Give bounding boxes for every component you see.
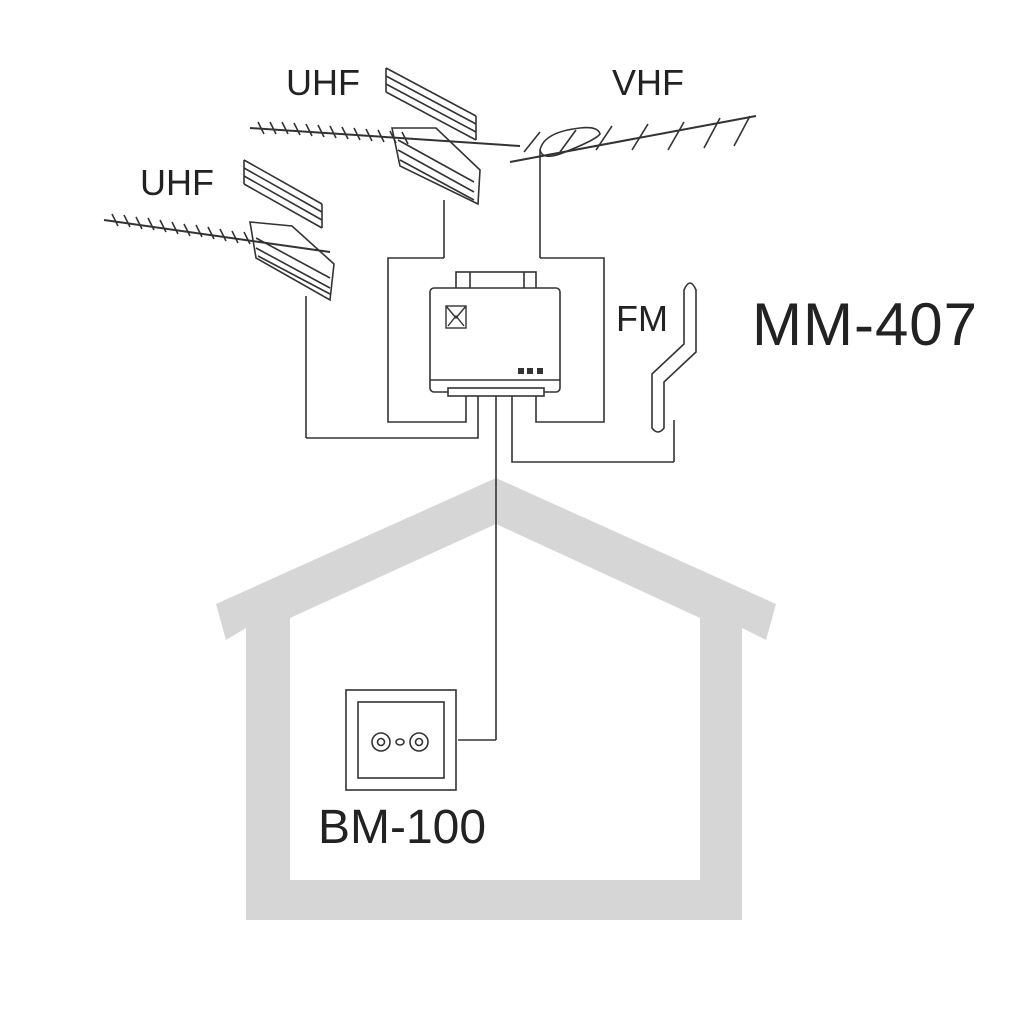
amplifier-model-label: MM-407 — [752, 291, 979, 358]
fm-antenna — [651, 282, 697, 462]
uhf-antenna-left — [103, 159, 335, 438]
amplifier-unit — [429, 271, 561, 397]
vhf-antenna — [509, 115, 757, 258]
house-outline — [216, 478, 776, 920]
outlet-model-label: BM-100 — [318, 801, 487, 854]
ikusi-logo-icon — [445, 305, 467, 329]
connector-marks-icon — [518, 368, 543, 374]
fm-label: FM — [616, 298, 668, 339]
uhf-top-label: UHF — [286, 62, 360, 103]
coax-socket-icon — [371, 732, 429, 752]
uhf-left-label: UHF — [140, 162, 214, 203]
uhf-antenna-top — [249, 67, 521, 258]
wall-outlet — [345, 689, 457, 791]
cable-routing — [306, 257, 674, 741]
vhf-label: VHF — [612, 62, 684, 103]
